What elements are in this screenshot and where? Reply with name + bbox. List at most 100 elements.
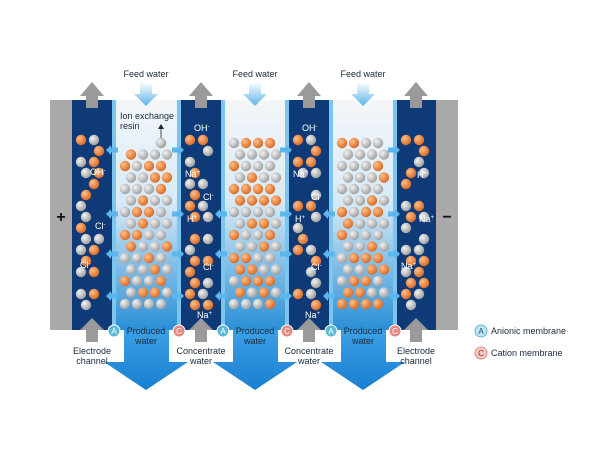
cation-resin-bead <box>305 200 317 212</box>
cation-resin-bead <box>131 229 143 241</box>
concentrate-water-1-line2: water <box>189 356 212 366</box>
bottom-gray-arrows <box>80 318 428 342</box>
anion-resin-bead <box>252 206 264 218</box>
ion-label: Na+ <box>197 310 213 320</box>
anion-resin-bead <box>348 206 360 218</box>
cation-resin-bead <box>149 264 161 275</box>
cation-resin-bead <box>93 145 105 157</box>
cation-resin-bead <box>400 134 412 146</box>
anion-resin-bead <box>400 244 412 256</box>
cation-resin-bead <box>88 266 100 278</box>
cation-resin-bead <box>155 160 167 172</box>
concentrate-water-2-line1: Concentrate <box>284 346 333 356</box>
cation-resin-bead <box>418 145 430 157</box>
anion-badge-3 <box>324 324 338 338</box>
anion-resin-bead <box>234 149 246 160</box>
anion-resin-bead <box>342 149 354 160</box>
anode-plate <box>50 100 72 330</box>
cation-resin-bead <box>418 277 430 289</box>
feed-water-label-2: Feed water <box>232 69 277 79</box>
ion-label: OH- <box>194 123 210 133</box>
cation-resin-bead <box>228 252 240 264</box>
cation-resin-bead <box>75 222 87 234</box>
cation-resin-bead <box>264 275 276 287</box>
anion-resin-bead <box>336 160 348 172</box>
anion-resin-bead <box>354 264 366 275</box>
ion-migration-arrows <box>106 145 400 301</box>
concentrate-water-2-line2: water <box>297 356 320 366</box>
cation-resin-bead <box>88 178 100 190</box>
anion-resin-bead <box>310 189 322 201</box>
anion-resin-bead <box>378 195 390 206</box>
anion-resin-bead <box>197 178 209 190</box>
anion-resin-bead <box>360 137 372 149</box>
cation-resin-bead <box>258 218 270 229</box>
anode-sign: + <box>56 209 65 226</box>
anion-resin-bead <box>143 275 155 287</box>
anion-resin-bead <box>258 264 270 275</box>
cation-resin-bead <box>155 275 167 287</box>
cation-resin-bead <box>143 252 155 264</box>
cation-resin-bead <box>366 241 378 252</box>
anion-resin-bead <box>119 252 131 264</box>
produced-water-2-line2: water <box>243 336 266 346</box>
cation-resin-bead <box>405 167 417 179</box>
cation-resin-bead <box>292 244 304 256</box>
anion-resin-bead <box>228 275 240 287</box>
cation-resin-bead <box>189 277 201 289</box>
cation-resin-bead <box>161 172 173 183</box>
electrode-channel-left-line1: Electrode <box>73 346 111 356</box>
anion-resin-bead <box>161 287 173 298</box>
anion-resin-bead <box>131 298 143 310</box>
cation-resin-bead <box>88 244 100 256</box>
cation-resin-bead <box>240 183 252 195</box>
ion-label: H+ <box>295 214 306 224</box>
cation-resin-bead <box>184 288 196 300</box>
cation-resin-bead <box>137 218 149 229</box>
anion-resin-bead <box>80 299 92 311</box>
svg-text:A: A <box>220 327 226 336</box>
cation-resin-bead <box>336 206 348 218</box>
cation-resin-bead <box>405 211 417 223</box>
anion-resin-bead <box>88 134 100 146</box>
cation-resin-bead <box>240 137 252 149</box>
anion-resin-bead <box>418 211 430 223</box>
feed-water-label-1: Feed water <box>123 69 168 79</box>
cation-resin-bead <box>264 183 276 195</box>
anion-resin-bead <box>310 211 322 223</box>
ion-migration-arrow <box>172 249 184 259</box>
anion-resin-bead <box>75 200 87 212</box>
cation-resin-bead <box>418 255 430 267</box>
produced-water-3-line1: Produced <box>344 326 383 336</box>
anion-resin-bead <box>310 277 322 289</box>
ion-label: Cl- <box>95 221 106 231</box>
anion-resin-bead <box>155 229 167 241</box>
cation-resin-bead <box>119 229 131 241</box>
anion-resin-bead <box>161 195 173 206</box>
ion-label: Na+ <box>185 169 201 179</box>
cation-resin-bead <box>143 160 155 172</box>
svg-text:C: C <box>392 327 398 336</box>
ion-migration-arrow <box>388 291 400 301</box>
anion-resin-bead <box>348 229 360 241</box>
anion-resin-bead <box>342 241 354 252</box>
cation-resin-bead <box>189 299 201 311</box>
anion-resin-bead <box>143 183 155 195</box>
anion-resin-bead <box>354 172 366 183</box>
anion-resin-bead <box>246 149 258 160</box>
anion-resin-bead <box>119 183 131 195</box>
cation-badge-1 <box>172 324 186 338</box>
cation-resin-bead <box>372 298 384 310</box>
cation-resin-bead <box>342 287 354 298</box>
cation-resin-bead <box>80 189 92 201</box>
anion-resin-bead <box>378 218 390 229</box>
anion-resin-bead <box>405 299 417 311</box>
cation-resin-bead <box>305 156 317 168</box>
cation-resin-bead <box>413 134 425 146</box>
concentrate-water-1-line1: Concentrate <box>176 346 225 356</box>
cation-resin-bead <box>80 255 92 267</box>
cation-badge-3 <box>388 324 402 338</box>
cation-resin-bead <box>292 200 304 212</box>
anion-resin-bead <box>372 229 384 241</box>
